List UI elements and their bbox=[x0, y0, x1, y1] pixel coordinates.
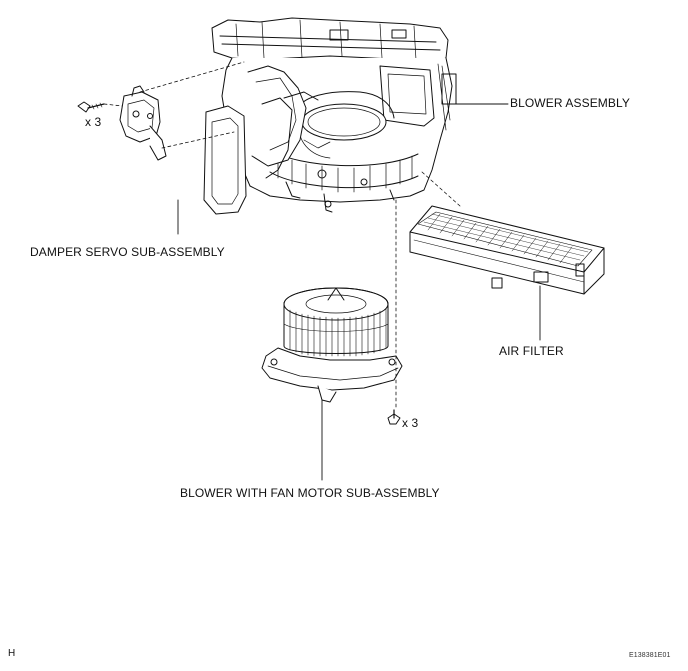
corner-code-left: H bbox=[8, 648, 16, 659]
servo-screw-icon bbox=[77, 101, 105, 113]
figure-id: E138381E01 bbox=[629, 652, 671, 659]
dashed-alignment-lines bbox=[103, 61, 461, 411]
blower-assembly-drawing bbox=[203, 17, 457, 215]
blower-motor-drawing bbox=[261, 287, 403, 403]
blower-assembly-label: BLOWER ASSEMBLY bbox=[510, 96, 630, 110]
air-filter-label: AIR FILTER bbox=[499, 344, 564, 358]
air-filter-drawing bbox=[409, 205, 605, 295]
damper-servo-label: DAMPER SERVO SUB-ASSEMBLY bbox=[30, 245, 225, 259]
blower-fan-motor-label: BLOWER WITH FAN MOTOR SUB-ASSEMBLY bbox=[180, 486, 440, 500]
leader-lines bbox=[177, 103, 541, 481]
motor-screw-icon bbox=[387, 409, 401, 425]
motor-screw-quantity: x 3 bbox=[402, 416, 419, 430]
damper-servo-drawing bbox=[119, 85, 167, 161]
servo-screw-quantity: x 3 bbox=[85, 115, 102, 129]
